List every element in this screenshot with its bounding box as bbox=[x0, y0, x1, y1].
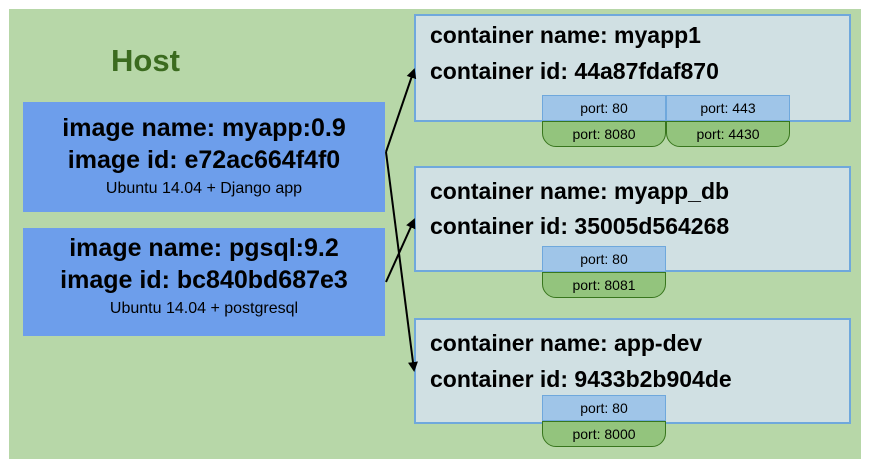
port-outer: port: 8000 bbox=[542, 421, 666, 447]
image-name: image name: myapp:0.9 bbox=[62, 114, 346, 142]
host-title: Host bbox=[111, 43, 180, 78]
arrow-myapp-to-myapp1 bbox=[385, 68, 417, 153]
port-inner: port: 443 bbox=[666, 95, 790, 121]
image-name: image name: pgsql:9.2 bbox=[69, 234, 339, 262]
port-outer: port: 8080 bbox=[542, 121, 666, 147]
image-id: image id: e72ac664f4f0 bbox=[67, 146, 341, 174]
container-id: container id: 9433b2b904de bbox=[430, 366, 732, 392]
image-description: Ubuntu 14.04 + postgresql bbox=[109, 300, 299, 317]
arrow-myapp-to-app-dev bbox=[385, 151, 418, 372]
image-box-myapp: image name: myapp:0.9 image id: e72ac664… bbox=[23, 102, 385, 212]
container-name: container name: myapp1 bbox=[430, 22, 701, 48]
port-outer: port: 8081 bbox=[542, 272, 666, 298]
image-id: image id: bc840bd687e3 bbox=[60, 266, 348, 294]
port-inner: port: 80 bbox=[542, 395, 666, 421]
container-name: container name: myapp_db bbox=[430, 178, 730, 204]
port-outer: port: 4430 bbox=[666, 121, 790, 147]
container-id: container id: 44a87fdaf870 bbox=[430, 58, 719, 84]
image-description: Ubuntu 14.04 + Django app bbox=[105, 180, 303, 197]
port-inner: port: 80 bbox=[542, 95, 666, 121]
port-inner: port: 80 bbox=[542, 246, 666, 272]
container-id: container id: 35005d564268 bbox=[430, 213, 730, 239]
container-name: container name: app-dev bbox=[430, 330, 703, 356]
arrow-pgsql-to-myapp-db bbox=[385, 218, 416, 283]
image-box-pgsql: image name: pgsql:9.2 image id: bc840bd6… bbox=[23, 228, 385, 336]
